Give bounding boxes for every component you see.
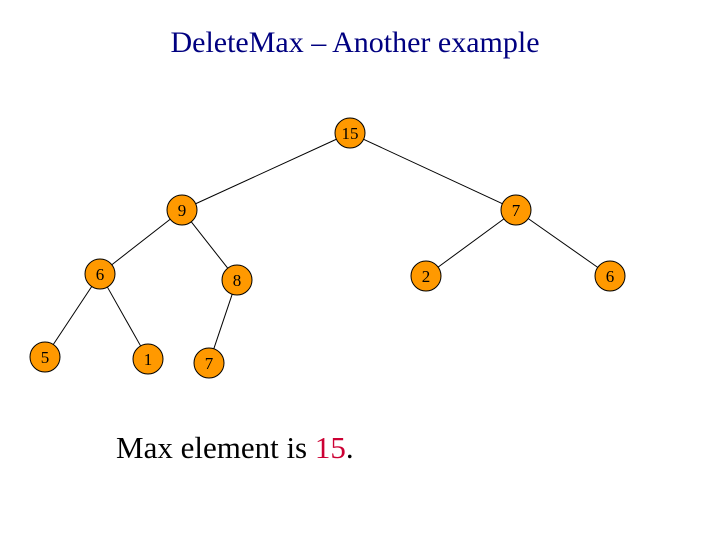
tree-edge (363, 138, 503, 205)
node-circle (500, 194, 532, 226)
heap-node: 5 (29, 341, 61, 373)
heap-node: 15 (334, 117, 366, 149)
tree-edge (111, 218, 171, 266)
heap-node: 7 (500, 194, 532, 226)
tree-nodes: 15 9 7 6 8 2 6 5 1 7 (29, 117, 626, 379)
tree-edge (190, 221, 229, 269)
node-label: 2 (422, 267, 431, 286)
tree-edge (213, 294, 233, 349)
max-element-caption: Max element is 15. (116, 430, 354, 466)
heap-node: 1 (132, 343, 164, 375)
node-circle (132, 343, 164, 375)
tree-edge (195, 138, 337, 205)
node-circle (594, 260, 626, 292)
caption-suffix: . (345, 430, 354, 465)
heap-node: 7 (193, 347, 225, 379)
node-label: 6 (96, 265, 105, 284)
heap-node: 8 (221, 264, 253, 296)
node-circle (334, 117, 366, 149)
heap-node: 9 (166, 194, 198, 226)
tree-edge (52, 286, 93, 345)
node-circle (221, 264, 253, 296)
node-circle (193, 347, 225, 379)
node-label: 1 (144, 350, 153, 369)
max-element-value: 15 (314, 430, 346, 465)
heap-node: 6 (84, 258, 116, 290)
tree-edges (52, 138, 599, 349)
heap-node: 6 (594, 260, 626, 292)
tree-edge (437, 218, 505, 268)
node-circle (166, 194, 198, 226)
node-label: 9 (178, 201, 187, 220)
node-label: 7 (205, 354, 214, 373)
node-label: 5 (41, 348, 50, 367)
node-label: 8 (233, 271, 242, 290)
node-label: 15 (342, 124, 359, 143)
tree-edge (106, 286, 142, 347)
node-label: 6 (606, 267, 615, 286)
tree-edge (527, 218, 599, 268)
caption-prefix: Max element is (116, 430, 315, 465)
slide-title: DeleteMax – Another example (170, 26, 540, 59)
node-circle (84, 258, 116, 290)
node-circle (410, 260, 442, 292)
node-circle (29, 341, 61, 373)
node-label: 7 (512, 201, 521, 220)
heap-node: 2 (410, 260, 442, 292)
